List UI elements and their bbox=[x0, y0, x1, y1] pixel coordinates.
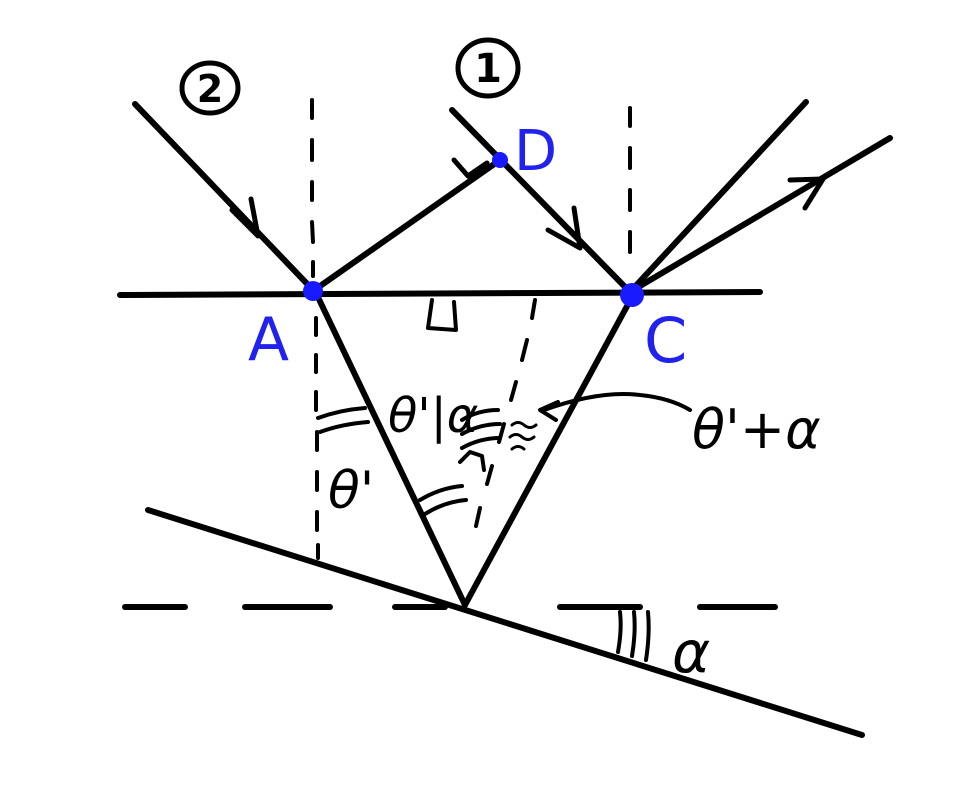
point-c-label: C bbox=[644, 304, 687, 377]
angle-arc-bottom-right bbox=[458, 408, 502, 472]
reflected-ray-from-c bbox=[627, 99, 809, 295]
angle-arc-theta-prime bbox=[316, 406, 370, 434]
normal-at-a-lower bbox=[314, 316, 320, 560]
normal-at-a-upper bbox=[310, 98, 315, 278]
wavefront-ad bbox=[310, 157, 503, 294]
ray-2-circle bbox=[179, 60, 241, 116]
ray-1-circle bbox=[455, 37, 521, 99]
angle-arc-bottom-left bbox=[418, 484, 468, 516]
point-a-label: A bbox=[248, 305, 289, 375]
emerging-ray-2-from-c bbox=[627, 135, 893, 295]
arrowhead-icon bbox=[538, 400, 560, 422]
incident-ray-1 bbox=[449, 107, 633, 295]
angle-leader-line bbox=[542, 392, 692, 412]
arrowhead-icon bbox=[229, 196, 261, 239]
inclined-bottom-surface bbox=[145, 507, 865, 738]
theta-prime-plus-alpha-label: θ'+α bbox=[692, 398, 821, 461]
point-c-dot bbox=[620, 283, 644, 307]
refracted-ray-down bbox=[313, 290, 468, 608]
theta-prime-alpha-label: θ'|α bbox=[388, 388, 478, 444]
normal-at-bottom-point bbox=[474, 298, 537, 528]
alpha-label: α bbox=[672, 618, 710, 686]
ray-2-label: 2 bbox=[197, 67, 223, 111]
angle-tick-marks bbox=[508, 421, 538, 451]
arrowhead-icon bbox=[787, 176, 826, 211]
ray-1-label: 1 bbox=[474, 46, 502, 92]
top-surface-line bbox=[117, 289, 763, 298]
angle-arc-alpha bbox=[616, 610, 651, 662]
point-a-dot bbox=[303, 281, 323, 301]
right-angle-icon bbox=[451, 157, 490, 179]
incident-ray-2 bbox=[132, 101, 316, 293]
reflected-ray-up bbox=[462, 294, 635, 608]
theta-prime-left-label: θ' bbox=[328, 461, 374, 521]
point-d-label: D bbox=[514, 119, 557, 184]
arrowhead-icon bbox=[545, 205, 583, 251]
right-angle-icon bbox=[426, 298, 458, 332]
point-d-dot bbox=[492, 152, 508, 168]
